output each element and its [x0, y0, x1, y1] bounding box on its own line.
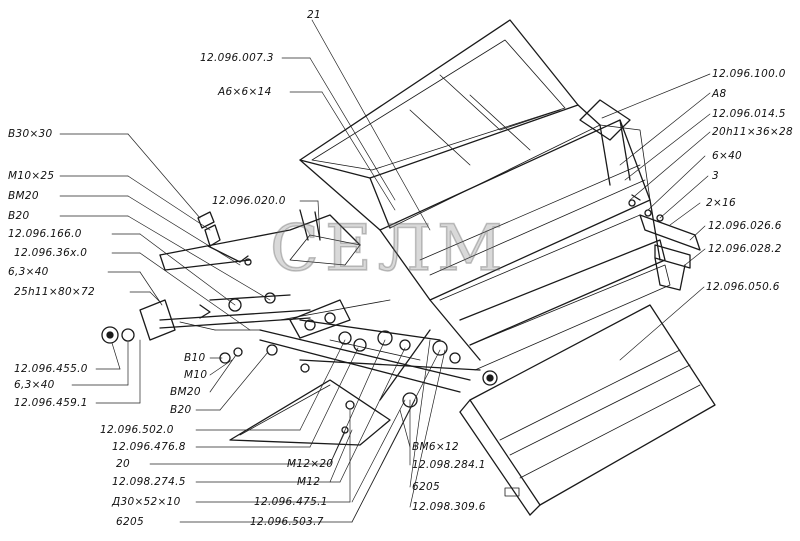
label-m12: М12: [297, 476, 321, 488]
label-12-096-050-6: 12.096.050.6: [706, 281, 780, 293]
label-a6x6x14: А6×6×14: [218, 86, 272, 98]
discharge-tray: [459, 304, 716, 516]
label-m10x25: М10×25: [8, 170, 55, 182]
label-20: 20: [116, 458, 130, 470]
label-12-096-502-0: 12.096.502.0: [100, 424, 174, 436]
label-12-096-014-5: 12.096.014.5: [712, 108, 786, 120]
watermark: СЕЛМ: [269, 211, 509, 287]
label-12-096-020-0: 12.096.020.0: [212, 195, 286, 207]
label-12-096-026-6: 12.096.026.6: [708, 220, 782, 232]
linkage: [101, 292, 498, 434]
label-12-096-028-2: 12.096.028.2: [708, 243, 782, 255]
label-6-3x40-b: 6,3×40: [14, 379, 55, 391]
label-12-096-503-7: 12.096.503.7: [250, 516, 324, 528]
label-m12x20: М12×20: [287, 458, 334, 470]
label-12-096-100-0: 12.096.100.0: [712, 68, 786, 80]
label-12-098-274-5: 12.098.274.5: [112, 476, 186, 488]
label-b20-b: В20: [170, 404, 192, 416]
label-bm6x12: ВМ6×12: [412, 441, 459, 453]
label-21: 21: [307, 9, 321, 21]
label-12-096-475-1: 12.096.475.1: [254, 496, 328, 508]
label-12-096-36x-0: 12.096.36х.0: [14, 247, 88, 259]
side-plate: [159, 214, 391, 446]
leader-lines: [59, 19, 711, 523]
label-d30x52x10: Д30×52×10: [112, 496, 181, 508]
main-frame: [379, 99, 671, 371]
label-25h11x80x72: 25h11×80×72: [14, 286, 95, 298]
label-12-096-455-0: 12.096.455.0: [14, 363, 88, 375]
upper-fasteners: [197, 209, 321, 266]
label-2x16: 2×16: [706, 197, 737, 209]
label-6205-a: 6205: [116, 516, 144, 528]
label-12-096-166-0: 12.096.166.0: [8, 228, 82, 240]
label-12-096-476-8: 12.096.476.8: [112, 441, 186, 453]
label-20h11x36x28: 20h11×36×28: [712, 126, 793, 138]
label-3: 3: [712, 170, 719, 182]
label-b10: В10: [184, 352, 206, 364]
label-bm20-b: ВМ20: [170, 386, 201, 398]
label-6205-b: 6205: [412, 481, 440, 493]
label-bm20: ВМ20: [8, 190, 39, 202]
label-b30x30: В30×30: [8, 128, 53, 140]
label-a8: А8: [712, 88, 727, 100]
label-6x40: 6×40: [712, 150, 743, 162]
label-12-096-007-3: 12.096.007.3: [200, 52, 274, 64]
label-12-096-459-1: 12.096.459.1: [14, 397, 88, 409]
hopper: [299, 19, 601, 231]
label-12-098-284-1: 12.098.284.1: [412, 459, 486, 471]
label-12-098-309-6: 12.098.309.6: [412, 501, 486, 513]
label-m10: М10: [184, 369, 208, 381]
right-bracket: [628, 194, 701, 291]
label-b20: В20: [8, 210, 30, 222]
label-6-3x40-a: 6,3×40: [8, 266, 49, 278]
